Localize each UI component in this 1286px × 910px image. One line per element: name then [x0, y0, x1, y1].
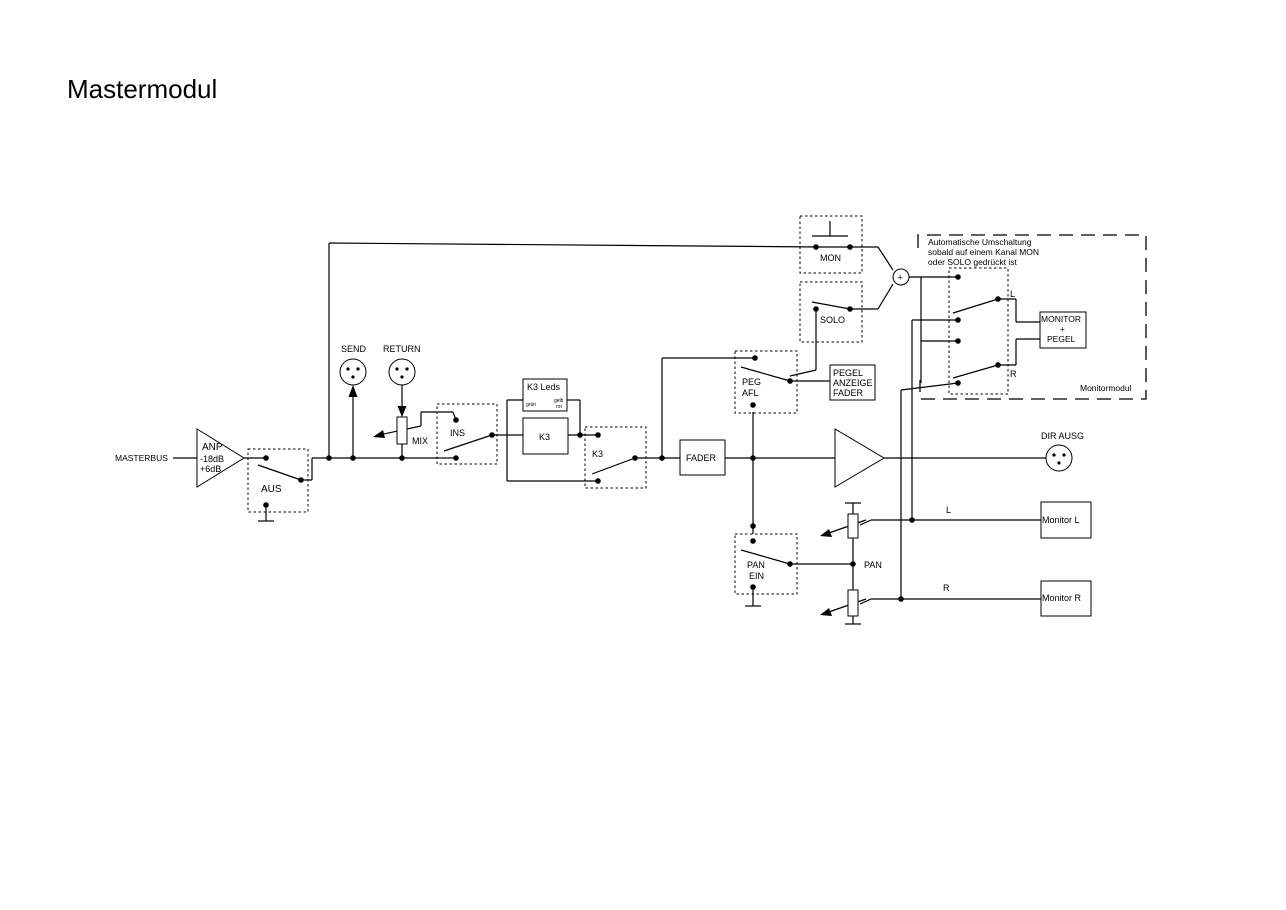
- svg-text:Monitor R: Monitor R: [1042, 593, 1082, 603]
- svg-text:K3: K3: [539, 432, 550, 442]
- send-connector: SEND: [339, 344, 367, 386]
- svg-text:-18dB: -18dB: [200, 454, 224, 464]
- svg-text:PEGEL: PEGEL: [833, 368, 863, 378]
- svg-text:ANZEIGE: ANZEIGE: [833, 378, 873, 388]
- page-title: Mastermodul: [67, 74, 218, 104]
- svg-text:L: L: [1010, 289, 1015, 299]
- monitor-pegel-box: MONITOR + PEGEL: [1039, 311, 1087, 349]
- svg-text:K3: K3: [592, 449, 603, 459]
- svg-text:EIN: EIN: [749, 571, 764, 581]
- svg-text:FADER: FADER: [686, 453, 717, 463]
- solo-switch: SOLO: [799, 281, 863, 343]
- svg-text:grün: grün: [526, 402, 536, 408]
- svg-text:INS: INS: [450, 428, 465, 438]
- lr-selector-switch: L R: [948, 267, 1017, 395]
- svg-text:MONITOR: MONITOR: [1041, 314, 1081, 324]
- monitor-r-box: Monitor R: [1040, 580, 1092, 617]
- svg-text:PAN: PAN: [747, 560, 765, 570]
- svg-text:RETURN: RETURN: [383, 344, 421, 354]
- output-amplifier: [834, 428, 885, 488]
- k3-switch: K3: [584, 426, 647, 489]
- svg-text:AUS: AUS: [261, 484, 282, 495]
- svg-text:FADER: FADER: [833, 388, 864, 398]
- dir-ausg-connector: DIR AUSG: [1041, 431, 1084, 472]
- svg-text:MIX: MIX: [412, 436, 428, 446]
- svg-text:Monitor L: Monitor L: [1042, 515, 1080, 525]
- svg-text:PEGEL: PEGEL: [1047, 334, 1076, 344]
- r-line-label: R: [943, 583, 950, 593]
- svg-text:+6dB: +6dB: [200, 464, 221, 474]
- k3-leds-box: K3 Leds grün gelb rot: [522, 378, 568, 412]
- svg-text:SEND: SEND: [341, 344, 367, 354]
- masterbus-label: MASTERBUS: [115, 453, 168, 463]
- svg-text:ANP: ANP: [202, 442, 223, 453]
- mix-potentiometer: MIX: [396, 416, 428, 446]
- aus-switch: AUS: [247, 448, 309, 513]
- svg-text:rot: rot: [556, 404, 562, 410]
- svg-text:sobald auf einem Kanal MON: sobald auf einem Kanal MON: [928, 247, 1039, 257]
- svg-text:K3 Leds: K3 Leds: [527, 382, 561, 392]
- svg-text:MON: MON: [820, 253, 841, 263]
- ins-switch: INS: [436, 403, 498, 465]
- svg-text:PAN: PAN: [864, 560, 882, 570]
- summing-junction: +: [892, 268, 910, 286]
- svg-text:+: +: [1060, 324, 1065, 334]
- svg-text:AFL: AFL: [742, 388, 759, 398]
- svg-text:DIR AUSG: DIR AUSG: [1041, 431, 1084, 441]
- junction-dots: [326, 455, 915, 602]
- return-connector: RETURN: [383, 344, 421, 386]
- wires: [173, 221, 1046, 625]
- pan-ein-switch: PAN EIN: [734, 533, 798, 595]
- svg-text:gelb: gelb: [554, 398, 564, 404]
- l-line-label: L: [946, 505, 951, 515]
- peg-afl-switch: PEG AFL: [734, 350, 798, 414]
- amplifier-anp: ANP -18dB +6dB: [196, 428, 245, 488]
- svg-text:PEG: PEG: [742, 377, 761, 387]
- pegel-anzeige-fader-box: PEGEL ANZEIGE FADER: [829, 364, 876, 401]
- svg-text:+: +: [898, 273, 903, 283]
- svg-text:SOLO: SOLO: [820, 315, 845, 325]
- fader-block: FADER: [679, 439, 726, 476]
- monitor-l-box: Monitor L: [1040, 501, 1092, 539]
- monitormodul-frame: Monitormodul: [917, 234, 1147, 400]
- mon-switch: MON: [799, 215, 863, 274]
- pan-potentiometers: PAN: [847, 513, 882, 617]
- svg-text:Monitormodul: Monitormodul: [1080, 383, 1132, 393]
- auto-switch-note: Automatische Umschaltung sobald auf eine…: [928, 237, 1039, 267]
- k3-block: K3: [522, 417, 583, 455]
- svg-text:Automatische Umschaltung: Automatische Umschaltung: [928, 237, 1032, 247]
- svg-text:R: R: [1010, 369, 1017, 379]
- svg-text:oder SOLO gedrückt ist: oder SOLO gedrückt ist: [928, 257, 1017, 267]
